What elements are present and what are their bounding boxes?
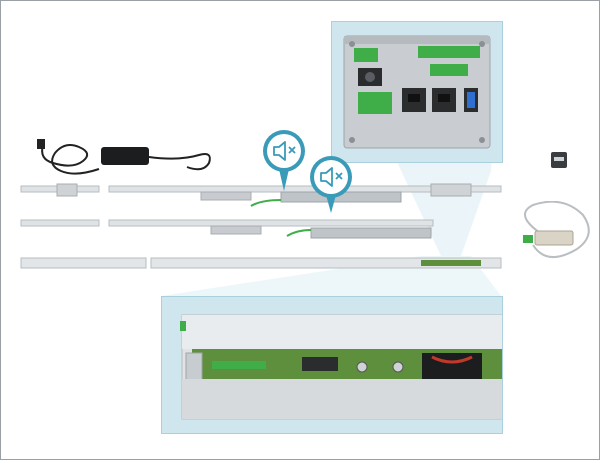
speaker-muted-icon <box>273 141 296 161</box>
cable-connector-image <box>523 201 590 258</box>
callout-2-graphic <box>310 156 352 213</box>
controller-zoom-panel <box>331 21 503 163</box>
power-adapter-image <box>37 139 211 175</box>
callout-1-graphic <box>263 130 305 191</box>
muted-speaker-callout-2 <box>309 155 353 213</box>
speaker-muted-icon <box>320 167 343 187</box>
rail-detail-image <box>180 314 502 420</box>
controller-module-image <box>343 35 491 149</box>
rail-zoom-panel <box>161 296 503 434</box>
muted-speaker-callout-1 <box>262 129 306 191</box>
remote-fob-image <box>551 152 567 168</box>
drive-rails <box>20 183 502 269</box>
